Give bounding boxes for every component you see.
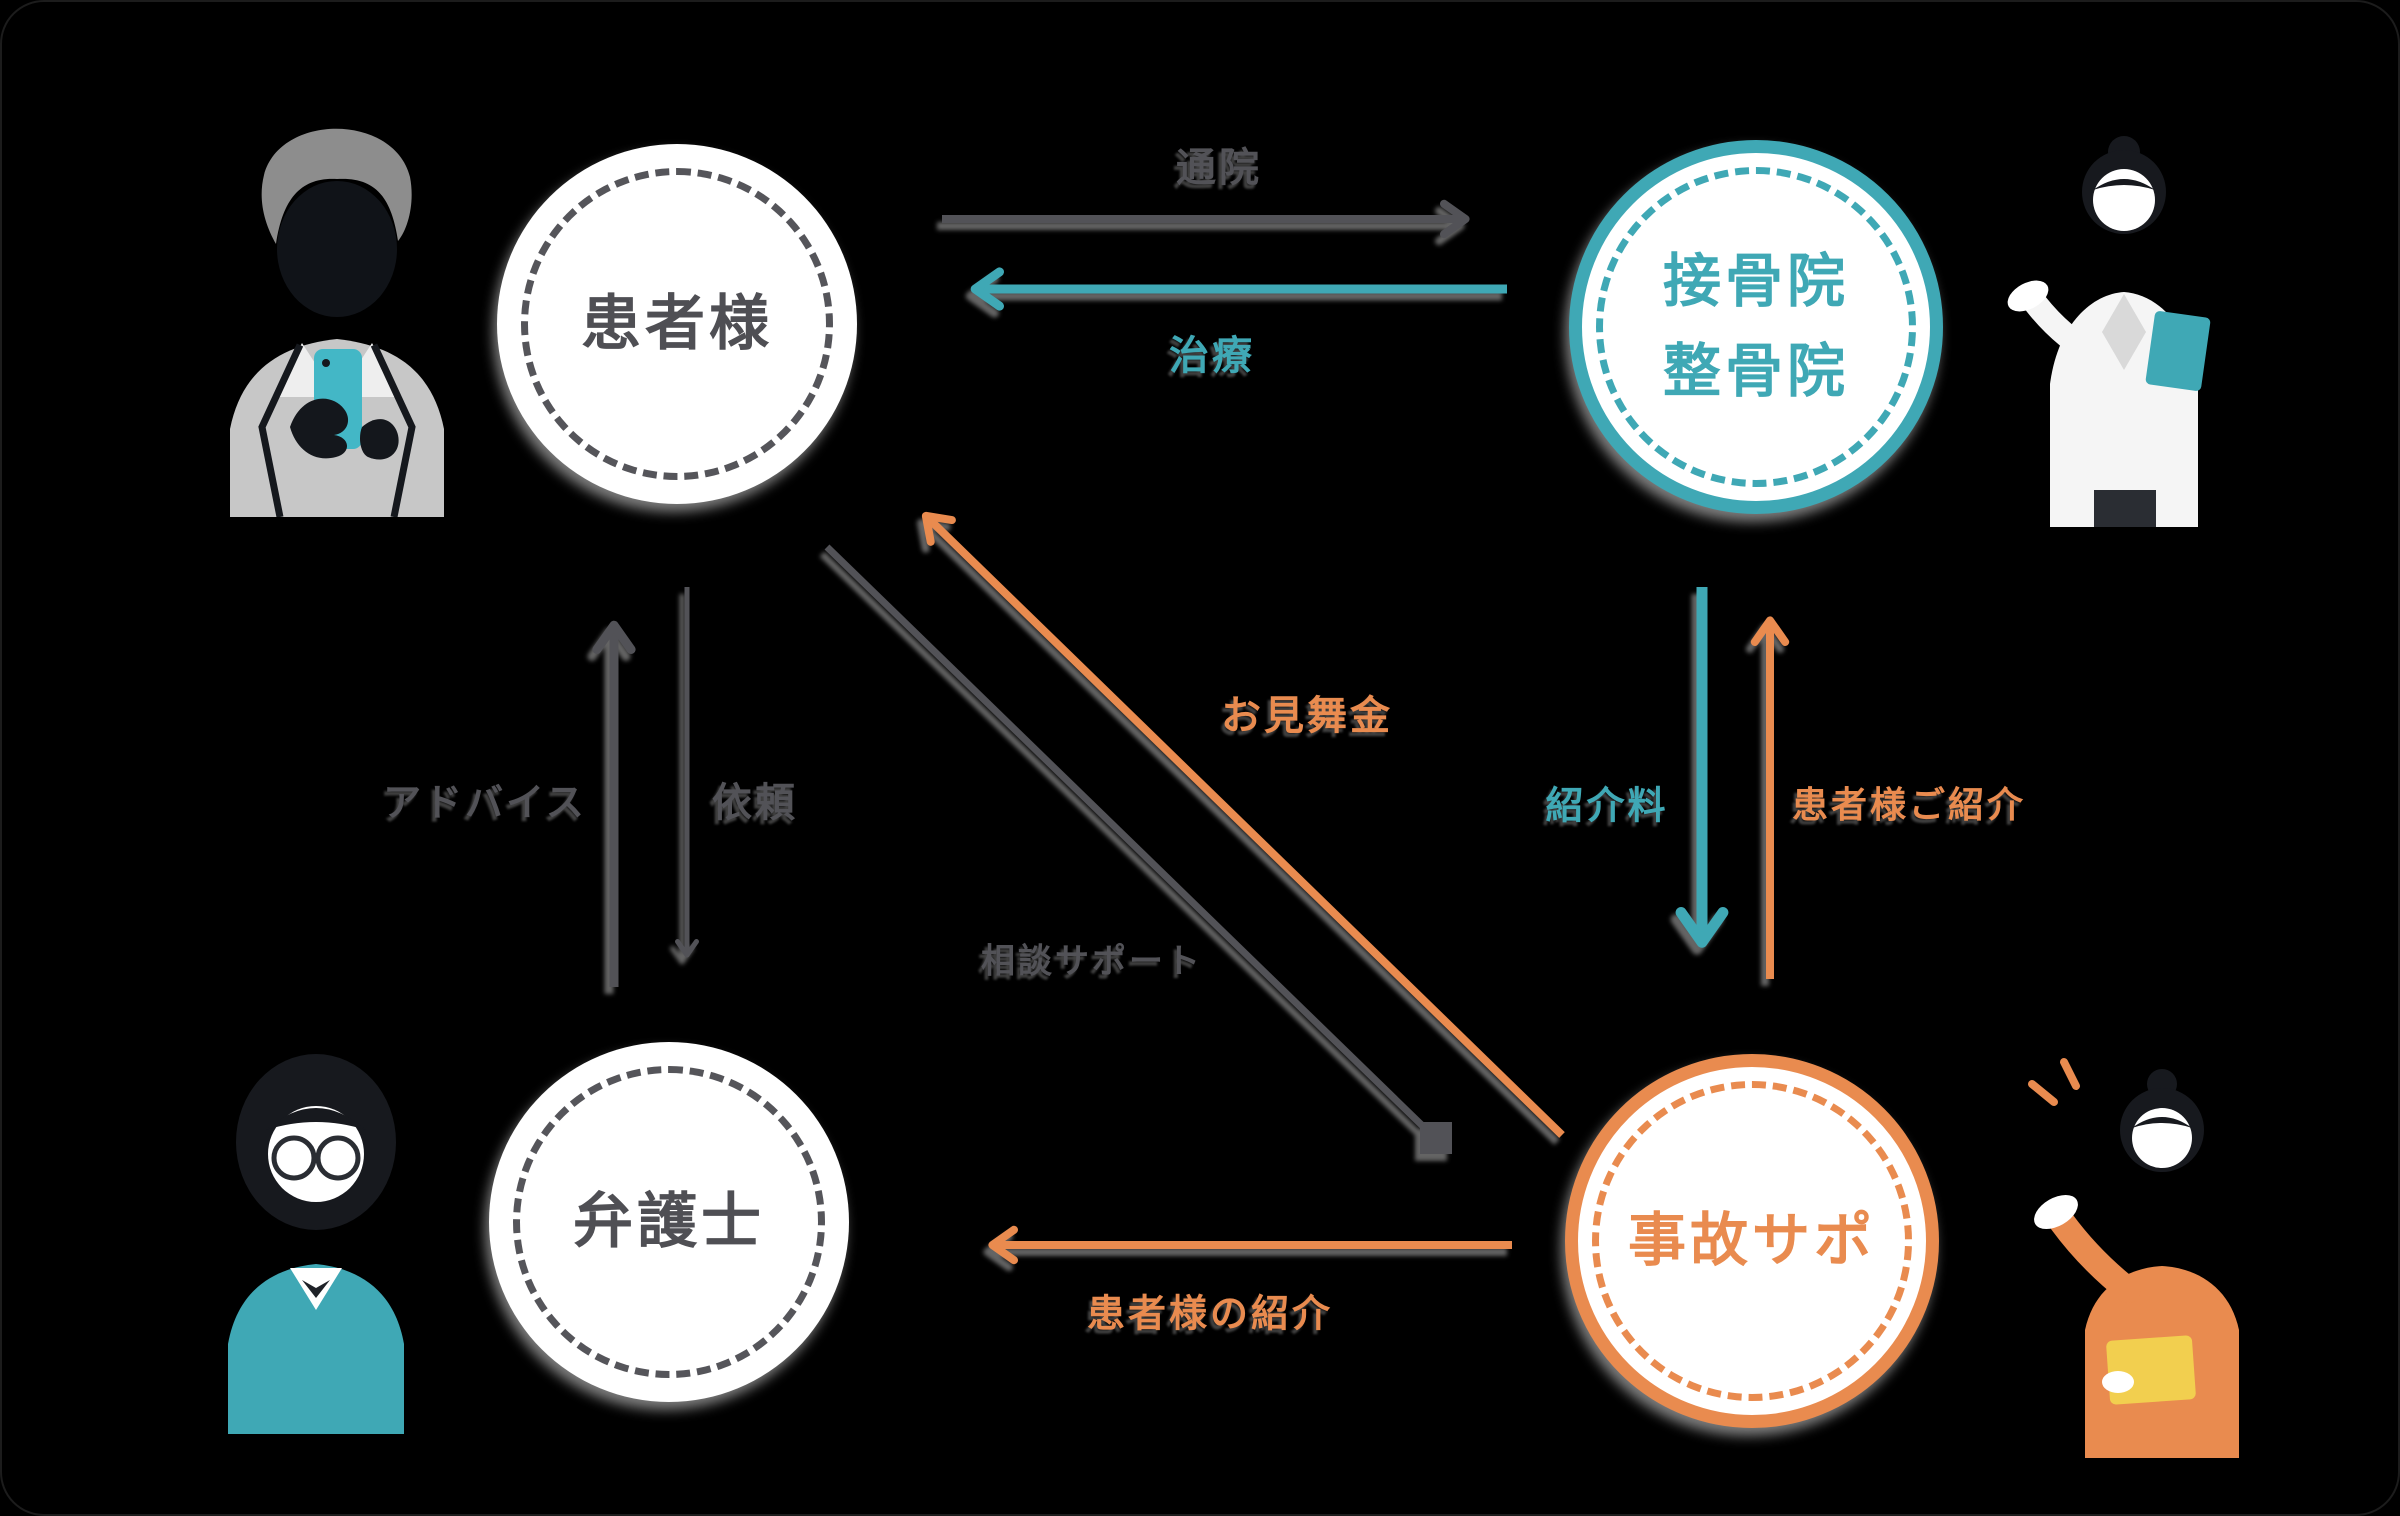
jikosapo-staff-illustration xyxy=(2028,1058,2239,1458)
consolation-arrow xyxy=(921,511,1565,1138)
request-label: 依頼 xyxy=(712,780,798,826)
treatment-label: 治療 xyxy=(1169,333,1255,379)
node-lawyer: 弁護士 xyxy=(489,1042,849,1402)
referral-fee-label: 紹介料 xyxy=(1545,783,1669,828)
patient-man-illustration xyxy=(230,128,444,517)
consultation-line xyxy=(824,544,1437,1140)
node-patient: 患者様 xyxy=(497,144,857,504)
consolation-label: お見舞金 xyxy=(1221,693,1393,739)
patient-label: 患者様 xyxy=(581,288,773,359)
visit-label: 通院 xyxy=(1176,145,1262,191)
node-clinic: 接骨院 整骨院 xyxy=(1569,140,1943,514)
patient-referral-label: 患者様ご紹介 xyxy=(1791,785,2027,826)
consultation-line-endcap xyxy=(1420,1122,1452,1154)
advice-label: アドバイス xyxy=(383,780,587,825)
patient-intro-label: 患者様の紹介 xyxy=(1086,1291,1334,1336)
lawyer-woman-illustration xyxy=(228,1054,404,1434)
jikosapo-label: 事故サポ xyxy=(1627,1206,1876,1275)
clinic-doctor-illustration xyxy=(2007,136,2211,527)
node-jikosapo: 事故サポ xyxy=(1565,1054,1939,1428)
consultation-label: 相談サポート xyxy=(981,941,1203,982)
clinic-label: 接骨院 整骨院 xyxy=(1662,247,1849,405)
lawyer-label: 弁護士 xyxy=(573,1186,765,1257)
